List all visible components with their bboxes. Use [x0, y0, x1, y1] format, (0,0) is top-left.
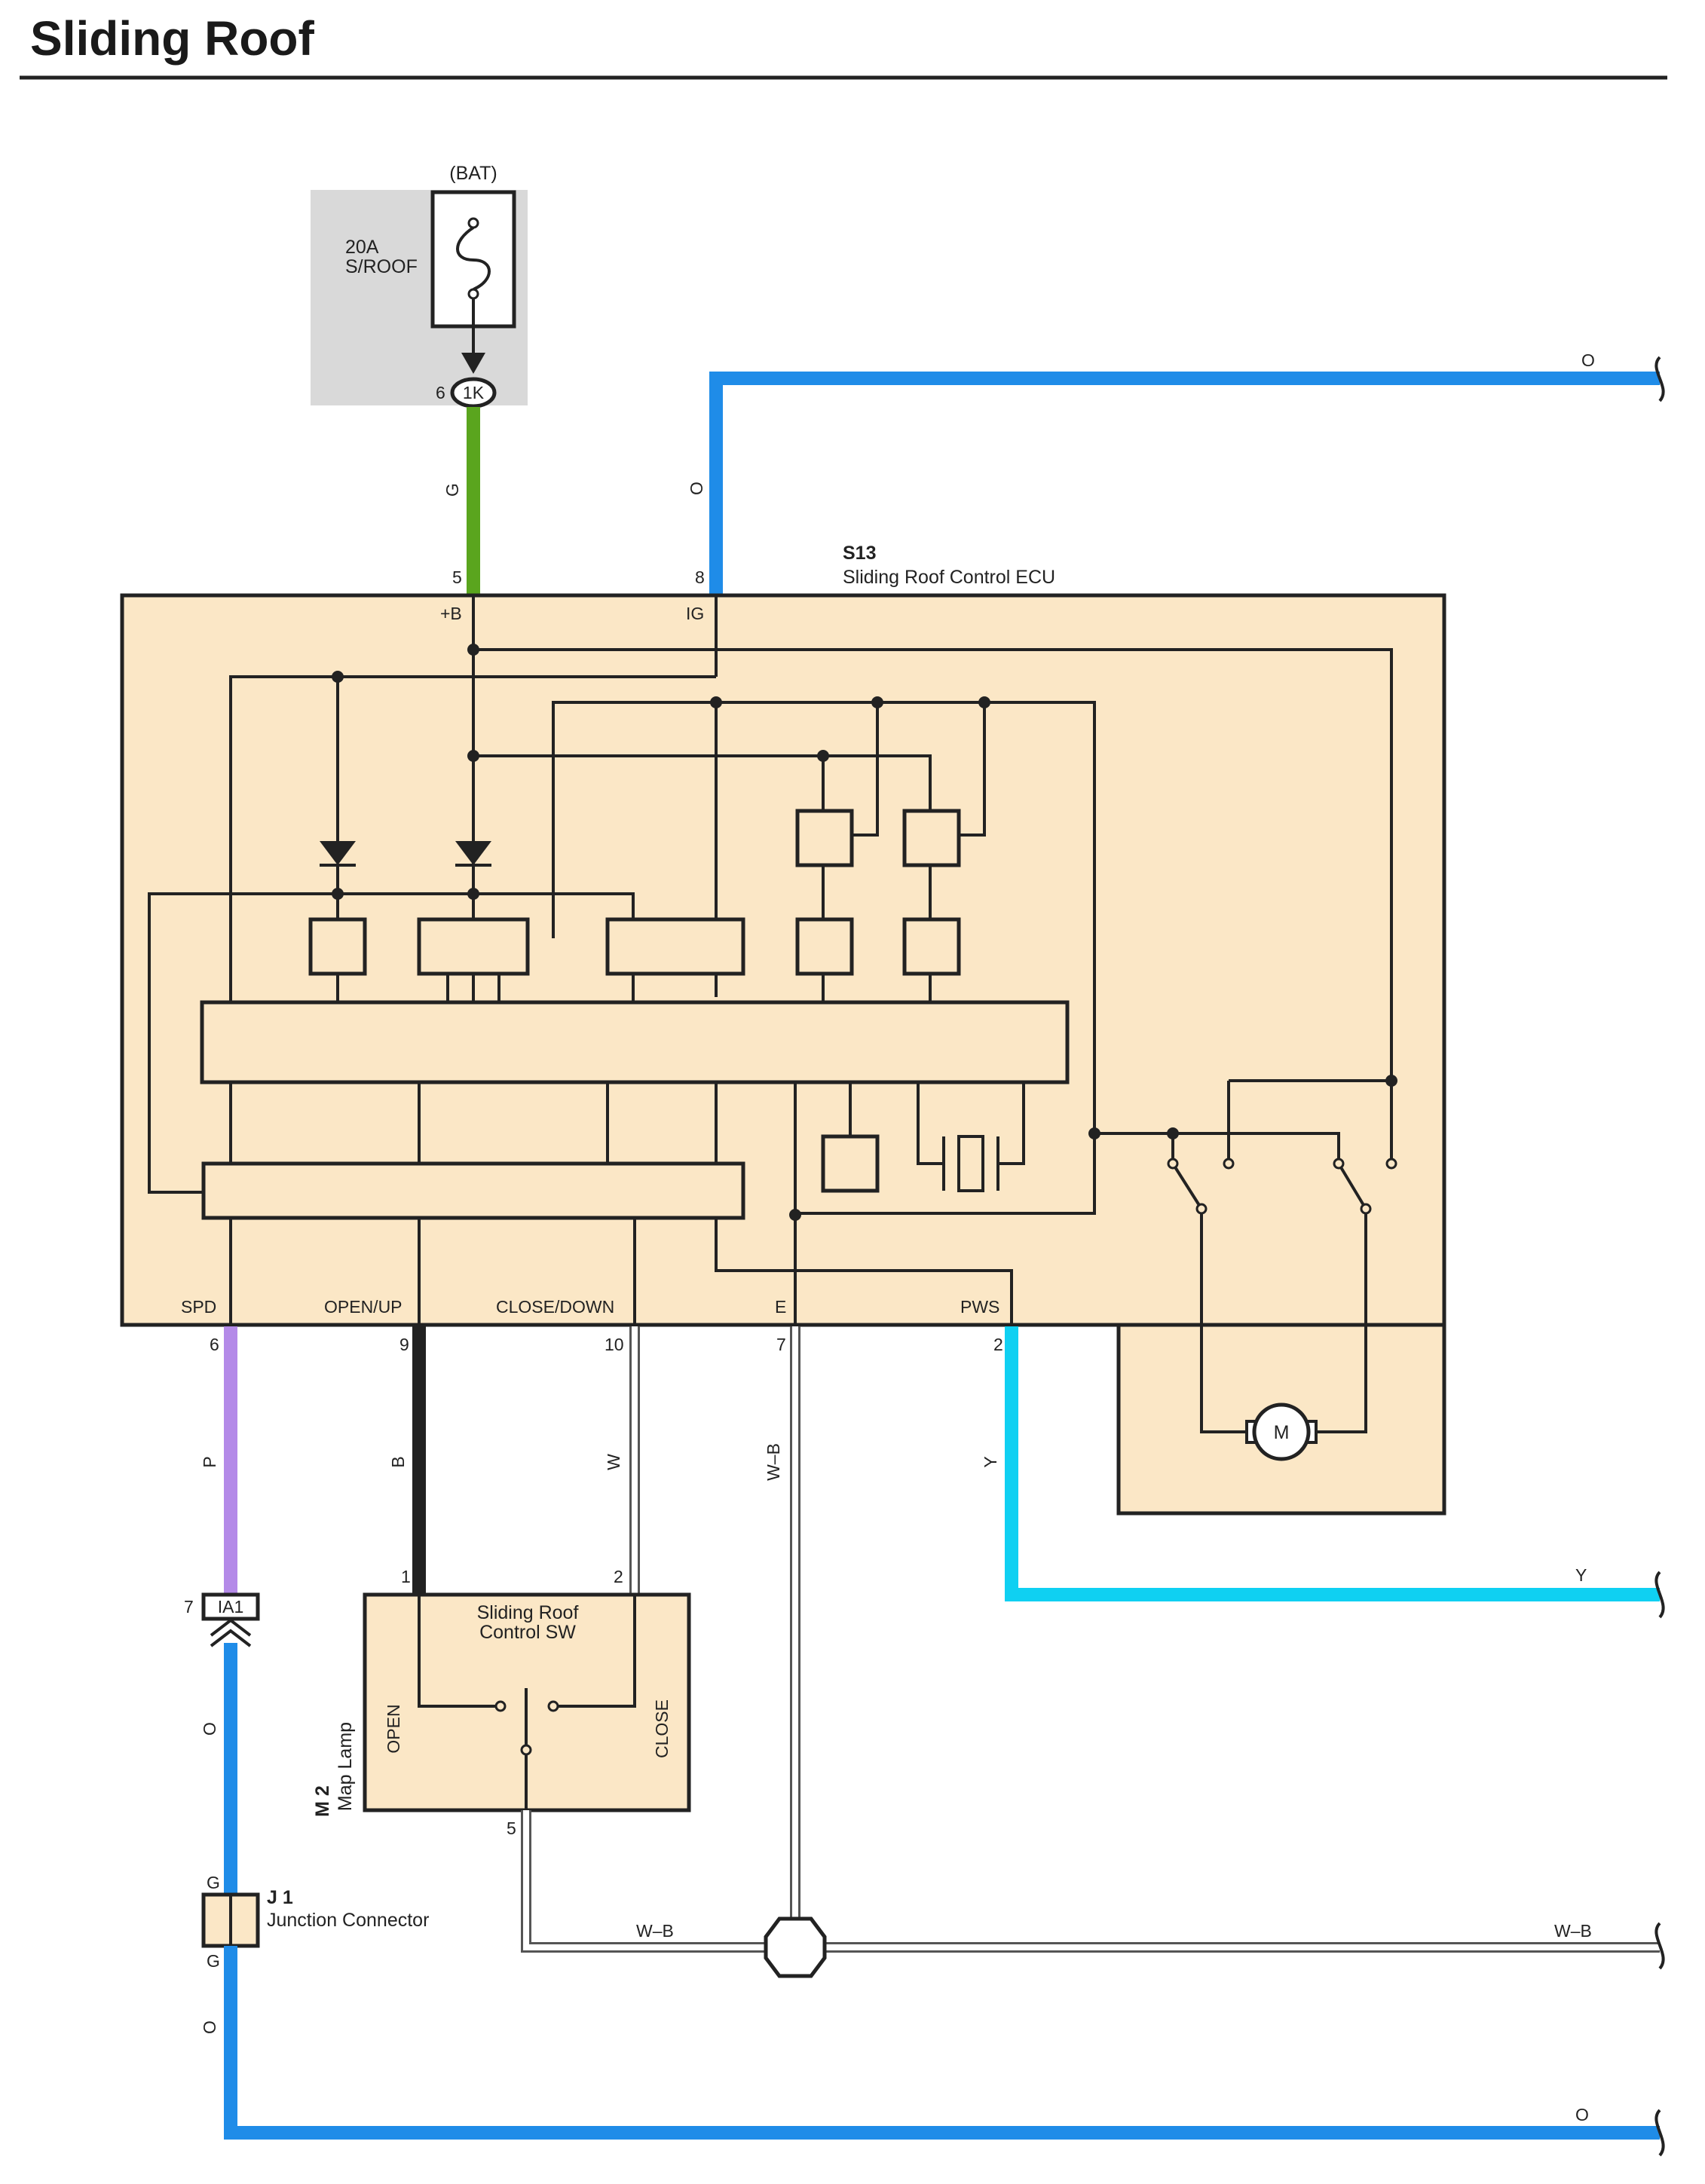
ecu-pin-9: 9	[399, 1335, 409, 1354]
ecu-pin-8: 8	[695, 567, 705, 587]
ecu-terminal-open-up: OPEN/UP	[324, 1297, 403, 1317]
wire-label-y-right: Y	[1575, 1565, 1587, 1585]
page-title: Sliding Roof	[30, 11, 314, 66]
ecu-terminal-e: E	[775, 1297, 786, 1317]
wire-label-wb-right: W–B	[1554, 1921, 1592, 1941]
switch-name-line1: Sliding Roof	[477, 1602, 579, 1623]
motor-box: M	[1116, 1213, 1446, 1516]
wire-label-o-ig-right: O	[1581, 350, 1595, 370]
connector-ia1-pin: 7	[184, 1597, 194, 1617]
connector-chevron-icon	[210, 1618, 252, 1637]
ecu-terminal-spd: SPD	[181, 1297, 216, 1317]
wire-label-b: B	[388, 1456, 408, 1467]
ecu-pin-5: 5	[452, 567, 462, 587]
fuse-name: S/ROOF	[345, 256, 418, 277]
wire-blue-bottom	[224, 1946, 1660, 2140]
motor-icon	[1252, 1402, 1311, 1461]
break-icon-bottom	[1654, 2109, 1665, 2157]
wire-label-g: G	[442, 483, 462, 497]
ecu-pin-6: 6	[210, 1335, 219, 1354]
wire-label-w: W	[604, 1454, 623, 1470]
junction-name: Junction Connector	[267, 1910, 429, 1931]
crystal-icon	[957, 1135, 984, 1192]
wire-label-y: Y	[981, 1456, 1000, 1467]
junction-id: J 1	[267, 1887, 293, 1908]
switch-name-line2: Control SW	[479, 1622, 576, 1643]
ecu-id: S13	[843, 543, 876, 564]
motor-label: M	[1274, 1422, 1290, 1443]
wire-label-o-ig: O	[687, 482, 706, 495]
ecu-pin-7: 7	[776, 1335, 786, 1354]
break-icon-pws	[1654, 1571, 1665, 1619]
ecu-terminal-pws: PWS	[960, 1297, 999, 1317]
ecu-terminal-plus-b: +B	[440, 604, 462, 623]
diode-2-icon	[455, 841, 491, 865]
switch-pin-5: 5	[507, 1818, 516, 1838]
connector-ia1-id: IA1	[218, 1597, 244, 1617]
diode-1-icon	[320, 841, 356, 865]
switch-location: Map Lamp	[335, 1722, 356, 1811]
fuse-connector-id: 1K	[463, 383, 485, 402]
ground-bus	[521, 1810, 1665, 1978]
fuse-connector-pin: 6	[436, 383, 445, 402]
fuse-rating: 20A	[345, 237, 379, 258]
ecu-terminal-ig: IG	[686, 604, 704, 623]
switch-pin-2: 2	[614, 1567, 623, 1586]
fuse-icon	[456, 226, 491, 291]
break-icon	[1654, 356, 1665, 402]
fuse-block: (BAT) 20A S/ROOF 1K 6	[311, 163, 528, 408]
switch-pin-1: 1	[401, 1567, 411, 1586]
ground-point-icon	[764, 1916, 827, 1978]
ecu-terminal-close-down: CLOSE/DOWN	[496, 1297, 614, 1317]
fuse-arrow-icon	[461, 353, 485, 374]
junction-pin-bottom: G	[207, 1951, 220, 1971]
wire-label-wb-left: W–B	[636, 1921, 674, 1941]
switch-close-label: CLOSE	[652, 1699, 672, 1758]
switch-open-label: OPEN	[384, 1704, 403, 1753]
wire-label-o-bottom-left: O	[200, 2020, 219, 2034]
wire-cyan-pws	[1005, 1326, 1660, 1601]
ecu-internal-circuit	[148, 595, 1397, 1325]
break-icon-ground	[1654, 1922, 1665, 1970]
connector-ia1: IA1 7	[184, 1592, 260, 1647]
wire-label-p: P	[200, 1456, 219, 1467]
ecu-name: Sliding Roof Control ECU	[843, 567, 1055, 588]
fuse-source-label: (BAT)	[449, 163, 497, 184]
ecu-pin-10: 10	[605, 1335, 624, 1354]
wire-blue-ig	[709, 372, 1660, 594]
ecu-pin-2: 2	[993, 1335, 1003, 1354]
junction-pin-top: G	[207, 1873, 220, 1892]
switch-id: M 2	[312, 1785, 333, 1817]
wire-label-wb-e: W–B	[764, 1443, 783, 1481]
control-switch: 1 2 Sliding Roof Control SW OPEN CLOSE M…	[312, 1567, 691, 1838]
wire-label-o-bottom-right: O	[1575, 2105, 1589, 2124]
wire-label-o-spd: O	[200, 1722, 219, 1736]
